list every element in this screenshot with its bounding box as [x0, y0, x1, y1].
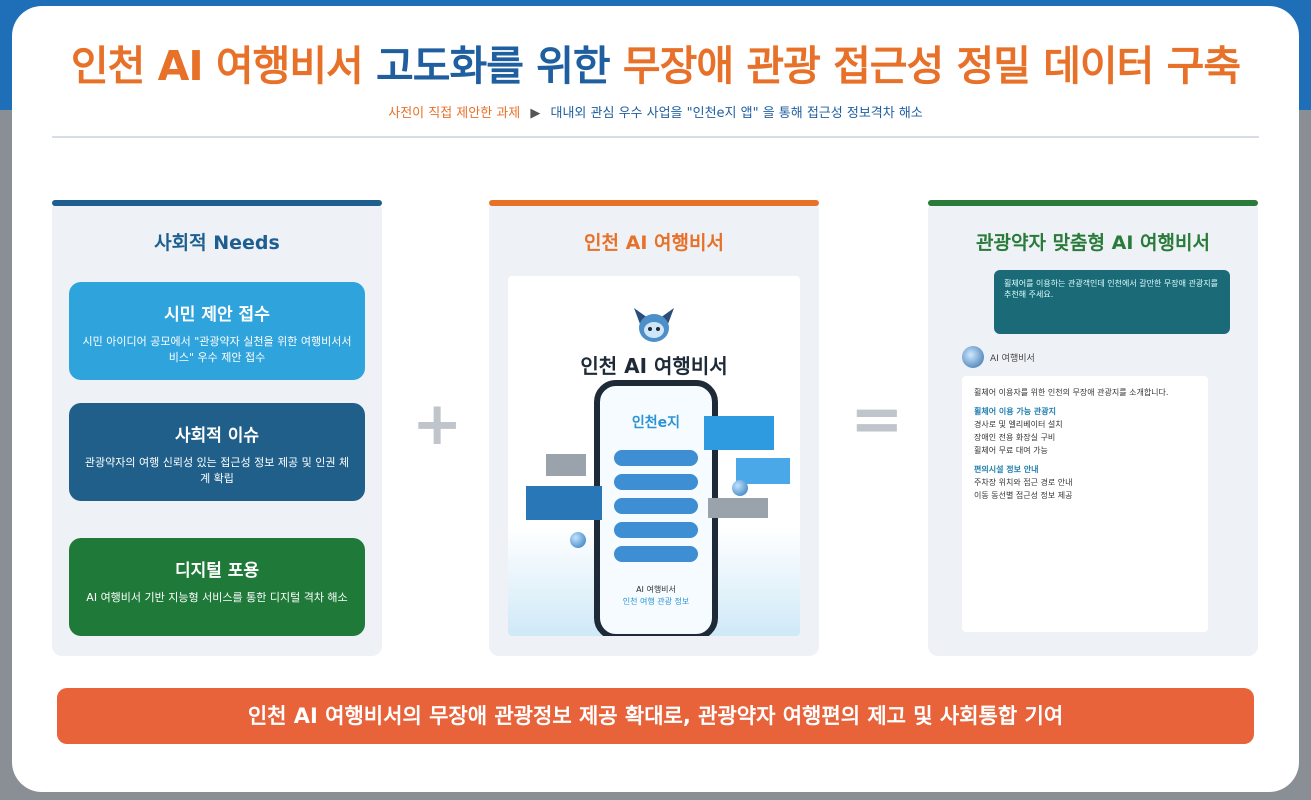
chat-heading: 관광약자 맞춤형 AI 여행비서	[976, 232, 1210, 254]
menu-pill	[614, 546, 698, 562]
infographic-card: 인천 AI 여행비서 고도화를 위한 무장애 관광 접근성 정밀 데이터 구축 …	[12, 6, 1299, 792]
reply-section-title: 휠체어 이용 가능 관광지	[974, 407, 1056, 416]
ai-column: 인천 AI 여행비서 인천 AI 여행비서 인천e지 AI 여행비서 인천 여행…	[489, 200, 819, 656]
needs-box-desc: AI 여행비서 기반 지능형 서비스를 통한 디지털 격차 해소	[86, 591, 348, 604]
needs-box-proposal: 시민 제안 접수 시민 아이디어 공모에서 "관광약자 실천을 위한 여행비서서…	[69, 282, 365, 380]
mascot-icon	[634, 308, 674, 342]
bot-intro: 휠체어 이용자를 위한 인천의 무장애 관광지를 소개합니다.	[974, 388, 1169, 397]
reply-section-title: 편의시설 정보 안내	[974, 465, 1039, 474]
subtitle: 사전이 직접 제안한 과제 ▶ 대내외 관심 우수 사업을 "인천e지 앱" 을…	[12, 102, 1299, 121]
needs-accent-bar	[52, 200, 382, 206]
needs-box-desc: 시민 아이디어 공모에서 "관광약자 실천을 위한 여행비서서비스" 우수 제안…	[82, 335, 352, 364]
orb-icon	[570, 532, 586, 548]
ai-heading: 인천 AI 여행비서	[584, 232, 724, 254]
speech-bubble	[526, 486, 602, 520]
needs-box-title: 디지털 포용	[174, 561, 260, 581]
app-logo: 인천e지	[631, 415, 681, 431]
menu-pill	[614, 474, 698, 490]
bot-name: AI 여행비서	[990, 354, 1035, 364]
needs-column: 사회적 Needs 시민 제안 접수 시민 아이디어 공모에서 "관광약자 실천…	[52, 200, 382, 656]
plus-icon: +	[412, 389, 463, 459]
reply-bullet: 경사로 및 엘리베이터 설치	[974, 420, 1063, 429]
speech-bubble	[704, 416, 774, 450]
page-title: 인천 AI 여행비서 고도화를 위한 무장애 관광 접근성 정밀 데이터 구축	[12, 32, 1299, 92]
reply-bullet: 장애인 전용 화장실 구비	[974, 433, 1056, 442]
chat-column: 관광약자 맞춤형 AI 여행비서 휠체어를 이용하는 관광객인데 인천에서 갈만…	[928, 200, 1258, 656]
arrow-icon: ▶	[530, 106, 541, 121]
user-message: 휠체어를 이용하는 관광객인데 인천에서 갈만한 무장애 관광지를 추천해 주세…	[994, 270, 1230, 334]
equals-icon: =	[850, 383, 904, 457]
ai-accent-bar	[489, 200, 819, 206]
menu-pill	[614, 498, 698, 514]
app-title: 인천 AI 여행비서	[580, 354, 728, 378]
needs-box-digital-inclusion: 디지털 포용 AI 여행비서 기반 지능형 서비스를 통한 디지털 격차 해소	[69, 538, 365, 636]
needs-heading: 사회적 Needs	[154, 232, 280, 254]
divider	[52, 136, 1259, 138]
needs-box-title: 사회적 이슈	[174, 426, 260, 446]
needs-box-desc: 관광약자의 여행 신뢰성 있는 접근성 정보 제공 및 인권 체계 확립	[84, 456, 350, 485]
orb-icon	[732, 480, 748, 496]
reply-bullet: 이동 동선별 접근성 정보 제공	[974, 491, 1073, 500]
speech-bubble	[546, 454, 586, 476]
reply-bullet: 휠체어 무료 대여 가능	[974, 446, 1048, 455]
speech-bubble	[708, 498, 768, 518]
chat-accent-bar	[928, 200, 1258, 206]
title-part-1: 인천 AI 여행비서	[70, 42, 377, 90]
subtitle-left: 사전이 직접 제안한 과제	[388, 106, 521, 121]
title-part-2: 고도화를 위한	[376, 42, 623, 90]
reply-bullet: 주차장 위치와 접근 경로 안내	[974, 478, 1073, 487]
phone-mockup: 인천e지 AI 여행비서 인천 여행 관광 정보	[594, 380, 718, 636]
app-footer-line: 인천 여행 관광 정보	[622, 597, 690, 606]
needs-box-social-issue: 사회적 이슈 관광약자의 여행 신뢰성 있는 접근성 정보 제공 및 인권 체계…	[69, 403, 365, 501]
bot-reply: 휠체어 이용자를 위한 인천의 무장애 관광지를 소개합니다. 휠체어 이용 가…	[962, 376, 1208, 632]
conclusion-banner: 인천 AI 여행비서의 무장애 관광정보 제공 확대로, 관광약자 여행편의 제…	[57, 688, 1254, 744]
title-part-3: 무장애 관광 접근성 정밀 데이터 구축	[622, 42, 1241, 90]
needs-box-title: 시민 제안 접수	[164, 305, 270, 325]
speech-bubble	[736, 458, 790, 484]
app-footer-line: AI 여행비서	[636, 585, 676, 594]
app-preview: 인천 AI 여행비서 인천e지 AI 여행비서 인천 여행 관광 정보	[508, 276, 800, 636]
menu-pill	[614, 450, 698, 466]
bot-avatar-icon	[962, 346, 984, 368]
menu-pill	[614, 522, 698, 538]
subtitle-right: 대내외 관심 우수 사업을 "인천e지 앱" 을 통해 접근성 정보격차 해소	[550, 106, 923, 121]
